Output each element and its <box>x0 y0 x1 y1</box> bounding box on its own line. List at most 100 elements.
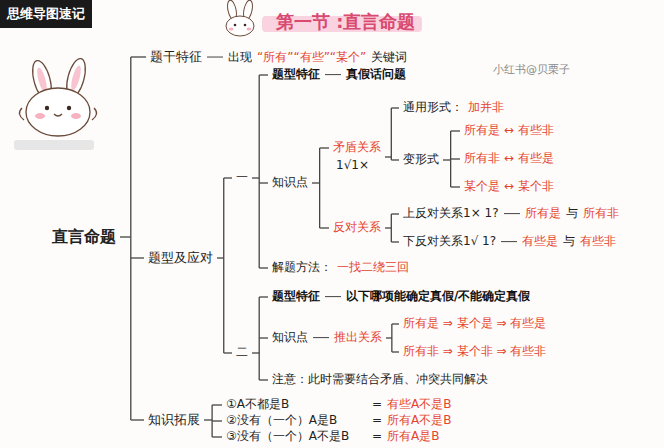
bracket <box>312 148 329 228</box>
watermark: 小红书@贝栗子 <box>493 64 570 77</box>
bracket-line <box>212 436 222 437</box>
mind-map-text: 某个是 ↔ 某个非 <box>464 180 554 194</box>
mind-map-text: 关键词 <box>371 50 407 64</box>
mind-map-text: 反对关系 <box>333 221 381 235</box>
bracket-line <box>259 74 268 75</box>
mind-map-text: 1√1× <box>336 159 369 173</box>
mind-map-text: 通用形式： <box>403 101 463 115</box>
mind-map-text: 变形式 <box>403 153 439 167</box>
bracket-line <box>252 352 259 353</box>
mind-map-text: 知识拓展 <box>148 413 200 428</box>
bracket-line <box>451 186 460 187</box>
bracket-line <box>224 352 232 353</box>
bunny-illustration <box>14 57 97 150</box>
mind-map-text: 有些A不是B <box>387 398 451 412</box>
mind-map-text: 题干特征 <box>150 50 202 65</box>
dash-line <box>313 337 329 338</box>
bracket <box>120 57 146 420</box>
mind-map-text: 所有A是B <box>387 430 439 444</box>
bracket-line <box>131 419 144 420</box>
bracket <box>217 178 232 353</box>
bracket-line <box>451 158 460 159</box>
bracket-line <box>212 404 222 405</box>
mind-map-text: 直言命题 <box>52 228 116 246</box>
bracket-line <box>204 419 212 420</box>
bracket-line <box>224 177 232 178</box>
header-box: 思维导图速记 <box>0 0 92 28</box>
mind-map-text: 所有非 ⇒ 某个非 ⇒ 有些非 <box>403 345 546 359</box>
bracket <box>443 131 460 187</box>
bracket-line <box>391 159 399 160</box>
mind-map-text: = <box>372 430 382 444</box>
bracket-line <box>391 108 392 160</box>
dash-line <box>325 74 341 75</box>
bracket <box>385 108 399 160</box>
mind-map-text: 注意：此时需要结合矛盾、冲突共同解决 <box>272 373 488 387</box>
bracket-line <box>223 178 224 353</box>
bracket-line <box>217 257 224 258</box>
header-text: 思维导图速记 <box>0 0 92 28</box>
mind-map-text: 一找二绕三回 <box>337 261 409 275</box>
bracket <box>204 405 222 437</box>
mind-map-text: 知识点 <box>272 331 308 345</box>
mind-map-text: 有些是 <box>522 235 558 249</box>
bracket-line <box>319 148 320 228</box>
bracket-line <box>443 159 451 160</box>
bracket <box>386 324 399 352</box>
bracket-line <box>312 182 320 183</box>
bracket-line <box>392 351 399 352</box>
mind-map-text: = <box>372 398 382 412</box>
bracket-line <box>131 56 146 57</box>
mind-map-text: 真假话问题 <box>346 68 406 82</box>
bracket <box>252 75 268 268</box>
mind-map-text: ③没有（一个）A不是B <box>226 430 349 444</box>
dash-line <box>504 213 520 214</box>
bracket <box>252 297 268 380</box>
mind-map-text: 有些非 <box>580 235 616 249</box>
bracket-line <box>212 420 222 421</box>
dash-line <box>325 296 341 297</box>
bracket-line <box>391 324 392 352</box>
mind-map-text: “所有”“有些”“某个” <box>257 50 366 64</box>
bracket-line <box>130 57 131 420</box>
mind-map-text: 所有非 <box>583 207 619 221</box>
bracket-line <box>391 107 399 108</box>
mind-map-text: 上反对关系1× 1? <box>403 207 499 221</box>
bracket-line <box>392 323 399 324</box>
mind-map-text: 题型特征 <box>272 290 320 304</box>
mind-map-text: 所有非 ↔ 有些是 <box>464 152 554 166</box>
mind-map-text: 题型及应对 <box>148 251 213 266</box>
mind-map-text: 与 <box>566 207 578 221</box>
bracket-line <box>320 227 329 228</box>
bracket-line <box>391 241 399 242</box>
mind-map-text: 所有A不是B <box>387 414 451 428</box>
mind-map-text: 下反对关系1√ 1? <box>403 235 496 249</box>
bracket-line <box>259 267 268 268</box>
bracket-line <box>131 257 144 258</box>
mind-map-text: 以下哪项能确定真假/不能确定真假 <box>346 290 530 304</box>
bracket-line <box>320 147 329 148</box>
mind-map-text: 知识点 <box>272 176 308 190</box>
mind-map-text: ②没有（一个）A是B <box>226 414 337 428</box>
bracket-line <box>259 379 268 380</box>
mind-map-text: 所有是 ↔ 有些非 <box>464 124 554 138</box>
bracket-line <box>385 156 391 157</box>
mind-map-text: 所有是 <box>525 207 561 221</box>
mind-map-text: 加并非 <box>468 101 504 115</box>
bracket-line <box>451 130 460 131</box>
mind-map-text: 题型特征 <box>272 68 320 82</box>
mind-map-text: 二 <box>236 346 248 360</box>
small-bunny <box>226 0 254 36</box>
bracket-line <box>259 296 268 297</box>
bracket-line <box>391 214 392 242</box>
bracket <box>385 214 399 242</box>
dash-line <box>501 241 517 242</box>
mind-map-text: 与 <box>563 235 575 249</box>
bracket-line <box>259 337 268 338</box>
mind-map-text: 出现 <box>228 50 252 64</box>
bracket-line <box>120 236 131 237</box>
mind-map-text: = <box>372 414 382 428</box>
bracket-line <box>259 75 260 268</box>
mind-map-text: 推出关系 <box>334 331 382 345</box>
dash-line <box>207 57 223 58</box>
